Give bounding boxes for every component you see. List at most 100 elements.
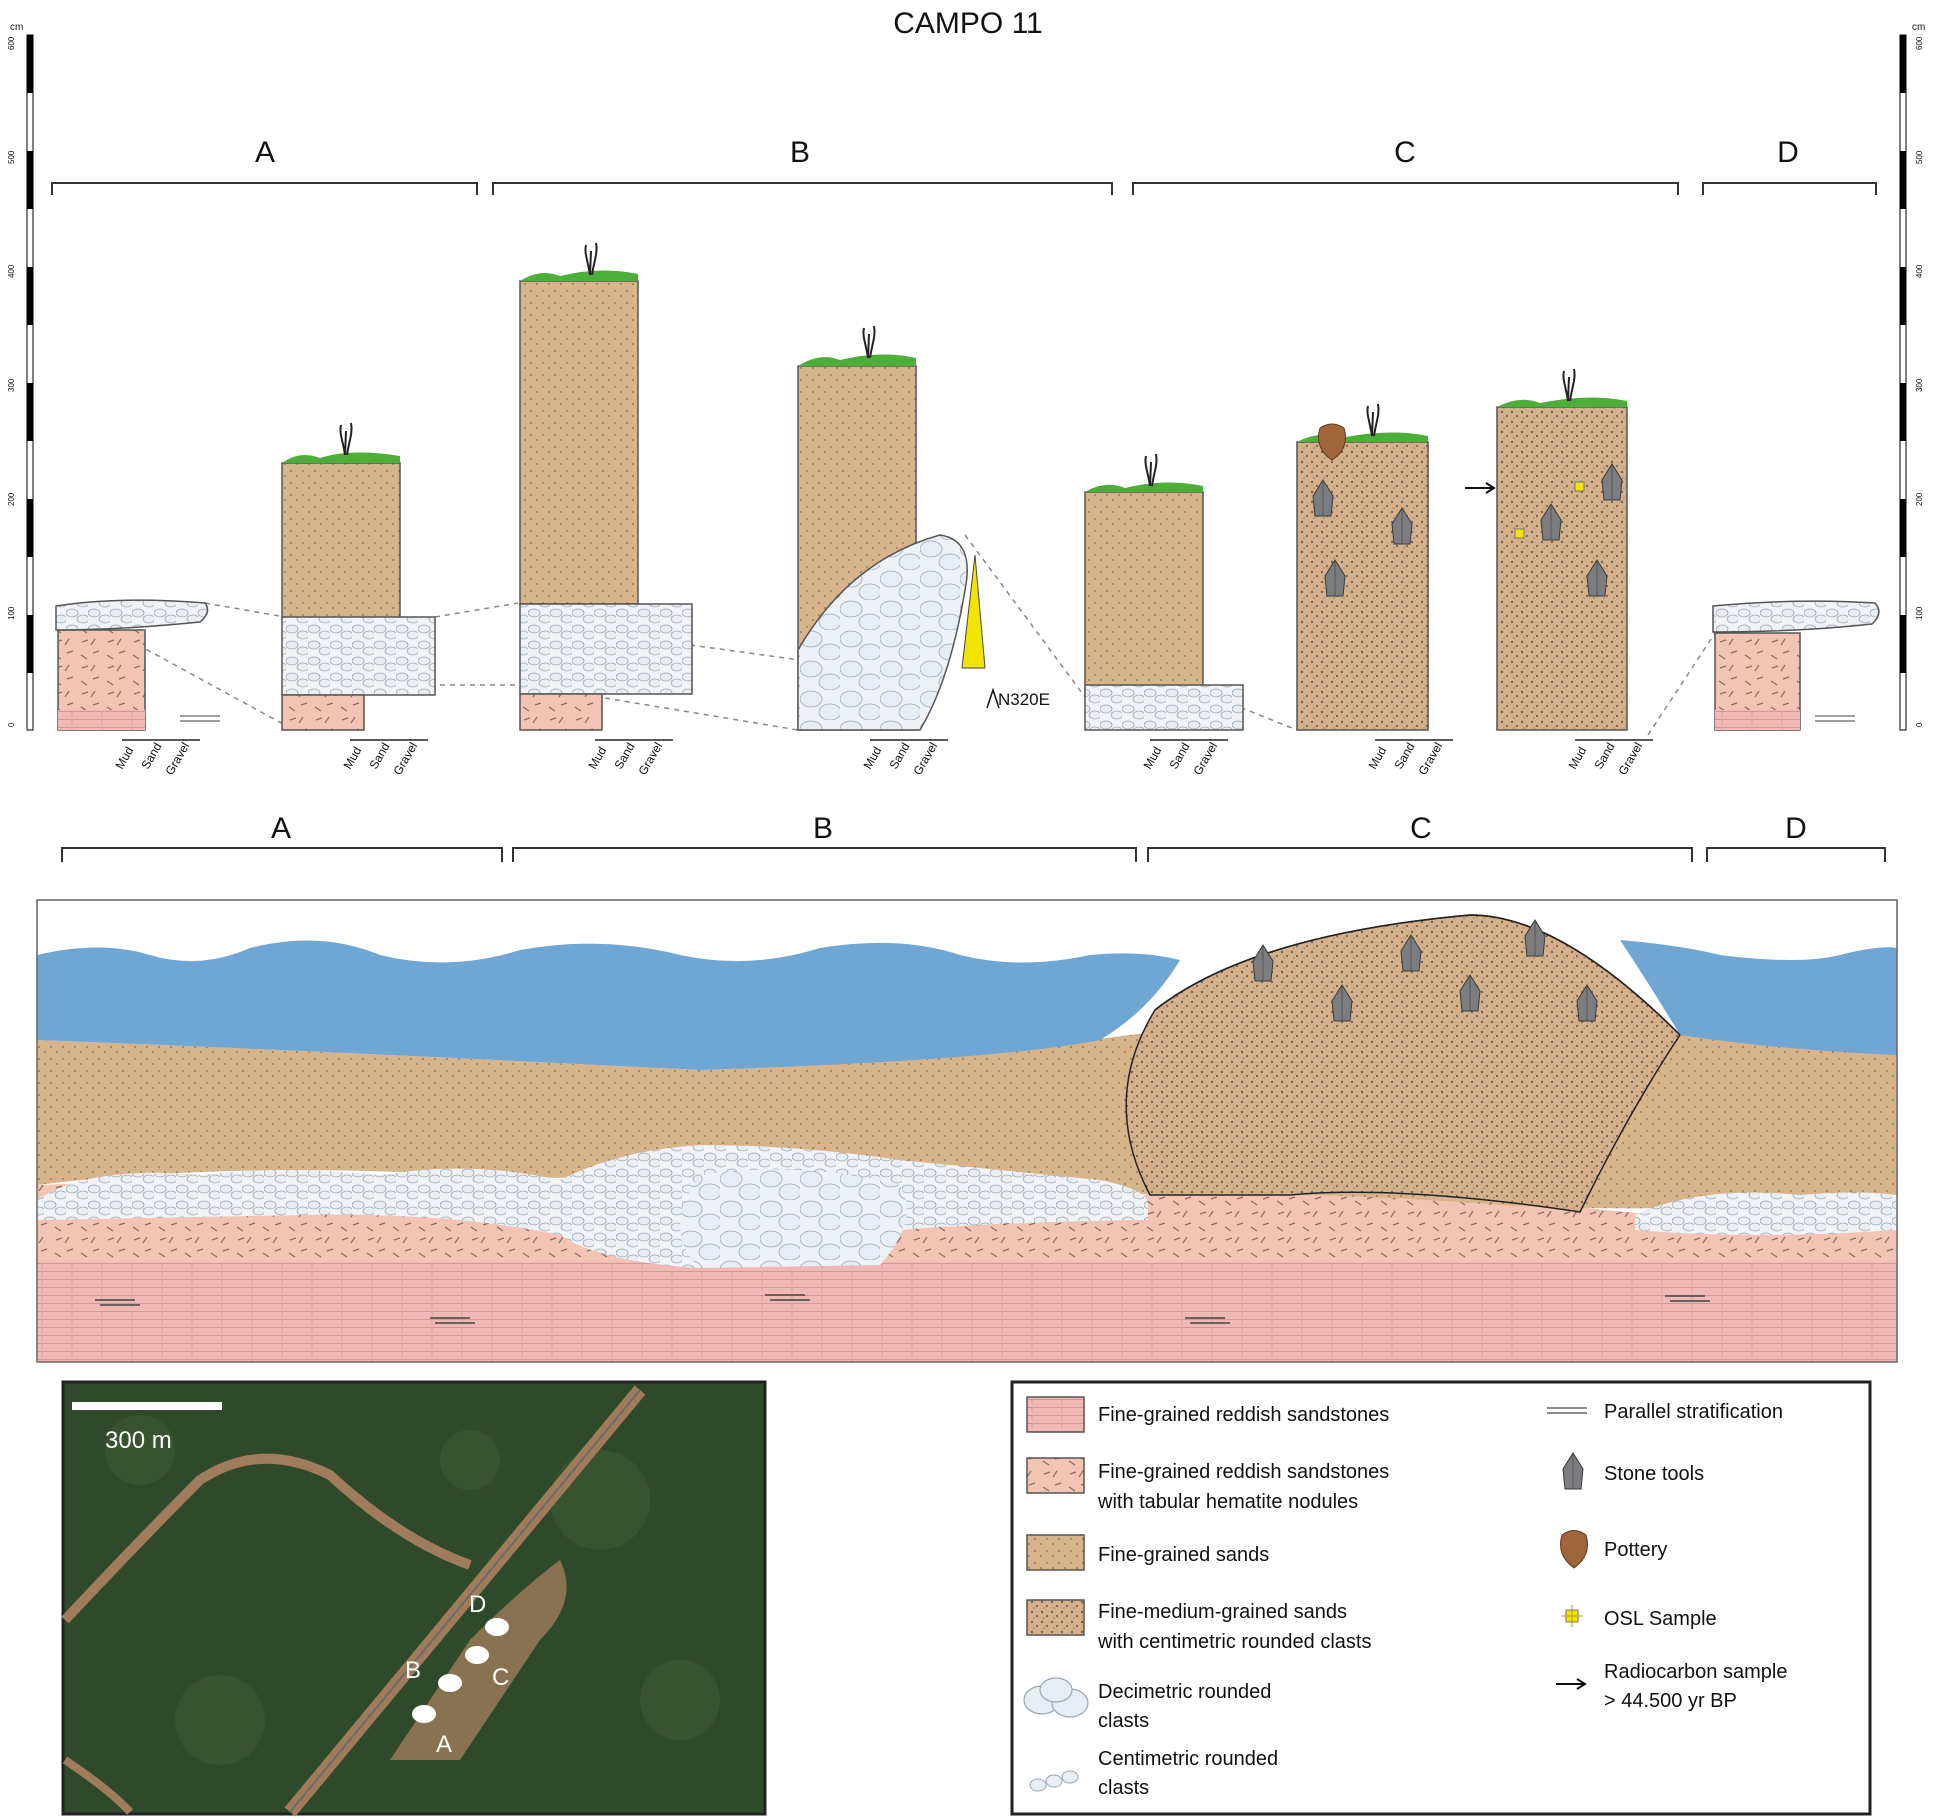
scale-tick-200: 200 [7,492,16,506]
grain-axis-mud: Mud [1140,744,1164,771]
osl-sample-icon [1574,481,1585,492]
grain-axis-sand: Sand [1166,740,1192,771]
top-label-b: B [790,136,810,169]
legend-item-reddish-sandstone: Fine-grained reddish sandstones [1026,1396,1389,1433]
scale-tick-400-right: 400 [1915,264,1924,278]
scale-tick-300-right: 300 [1915,378,1924,392]
scale-tick-500: 500 [7,150,16,164]
figure-title: CAMPO 11 [893,7,1043,40]
svg-text:clasts: clasts [1098,1710,1149,1732]
svg-text:> 44.500 yr BP: > 44.500 yr BP [1604,1690,1737,1712]
map-inset: 300 m N A B C D [61,1380,883,1817]
legend-item-hematite: Fine-grained reddish sandstones with tab… [1026,1457,1389,1513]
map-point-d: D [469,1591,509,1636]
scale-bar-left: cm 0 100 200 300 400 500 600 [7,22,34,731]
map-north-arrow-icon [850,1455,878,1479]
grain-axis-gravel: Gravel [1615,740,1645,778]
cross-label-d: D [1785,812,1807,845]
log-a2 [281,422,436,731]
svg-text:Fine-grained reddish sandstone: Fine-grained reddish sandstones [1098,1461,1389,1483]
legend-item-radiocarbon: Radiocarbon sample > 44.500 yr BP [1556,1661,1787,1712]
grain-axis-log-c3: Mud Sand Gravel [1365,739,1453,778]
log-b1 [519,242,693,731]
pottery-icon [1318,423,1346,461]
log-c2 [1296,403,1429,731]
map-scale-label: 300 m [105,1427,172,1454]
grain-axis-log-b2: Mud Sand Gravel [585,739,673,778]
grain-axis-sand: Sand [1591,740,1617,771]
grain-axis-mud: Mud [1365,744,1389,771]
map-point-c: C [465,1646,509,1691]
radiocarbon-arrow-icon [1465,482,1496,494]
svg-text:with tabular hematite nodules: with tabular hematite nodules [1097,1491,1358,1513]
map-scale-bar [72,1402,222,1410]
scale-tick-600-right: 600 [1915,36,1924,50]
log-d [1712,600,1880,731]
svg-text:clasts: clasts [1098,1777,1149,1799]
legend-item-centimetric: Centimetric rounded clasts [1029,1748,1278,1799]
map-point-b: B [405,1657,462,1692]
grain-axis-gravel: Gravel [1415,740,1445,778]
scale-bar-right: cm 0 100 200 300 400 500 600 [1899,22,1925,731]
grain-axis-mud: Mud [340,744,364,771]
grain-axis-log-c2: Mud Sand Gravel [1140,739,1228,778]
map-point-a: A [412,1705,452,1758]
log-c3 [1465,368,1628,731]
grain-axis-sand: Sand [611,740,637,771]
svg-text:Decimetric rounded: Decimetric rounded [1098,1681,1271,1703]
grain-axis-sand: Sand [886,740,912,771]
legend-item-fine-sand: Fine-grained sands [1026,1534,1269,1571]
scale-tick-400: 400 [7,264,16,278]
osl-sample-icon [1561,1605,1583,1627]
svg-text:D: D [469,1591,486,1618]
map-north-label: N [864,1406,883,1436]
grain-axis-log-c1: Mud Sand Gravel [860,739,948,778]
grain-axis-mud: Mud [585,744,609,771]
scale-tick-100-right: 100 [1915,606,1924,620]
grain-axis-mud: Mud [1565,744,1589,771]
grain-axis-gravel: Gravel [635,740,665,778]
svg-text:Fine-medium-grained sands: Fine-medium-grained sands [1098,1601,1347,1623]
grain-axis-log-d: Mud Sand Gravel [1565,739,1653,778]
scale-tick-500-right: 500 [1915,150,1924,164]
scale-tick-200-right: 200 [1915,492,1924,506]
pottery-icon [1560,1530,1588,1569]
grain-axis-gravel: Gravel [910,740,940,778]
grain-axis-sand: Sand [366,740,392,771]
legend-item-decimetric: Decimetric rounded clasts [1023,1677,1271,1732]
grain-axis-mud: Mud [112,744,136,771]
cross-section [36,899,1898,1363]
cross-label-b: B [813,812,833,845]
scale-unit-left: cm [10,22,23,33]
legend-item-medium-sand: Fine-medium-grained sands with centimetr… [1026,1599,1371,1653]
paleocurrent-triangle-icon [961,554,986,669]
grain-axis-log-a2: Mud Sand Gravel [112,739,200,778]
grain-axis-mud: Mud [860,744,884,771]
svg-text:Radiocarbon sample: Radiocarbon sample [1604,1661,1787,1683]
cross-label-a: A [271,812,291,845]
legend-item-pottery: Pottery [1560,1530,1667,1569]
svg-text:A: A [436,1731,452,1758]
osl-sample-icon [1514,528,1525,539]
svg-text:Fine-grained reddish sandstone: Fine-grained reddish sandstones [1098,1404,1389,1426]
orientation-label: N320E [998,690,1050,709]
svg-text:Pottery: Pottery [1604,1539,1667,1561]
grain-axis-gravel: Gravel [162,740,192,778]
scale-tick-300: 300 [7,378,16,392]
log-c1 [1084,453,1244,731]
top-label-c: C [1394,136,1416,169]
legend-item-parallel-stratification: Parallel stratification [1547,1401,1783,1423]
cross-label-c: C [1410,812,1432,845]
grain-axis-log-b1: Mud Sand Gravel [340,739,428,778]
grain-axis-gravel: Gravel [1190,740,1220,778]
top-section-brackets [51,182,1877,195]
svg-text:Stone tools: Stone tools [1604,1463,1704,1485]
north-arrow-small-icon [986,687,1000,709]
svg-text:Parallel stratification: Parallel stratification [1604,1401,1783,1423]
svg-text:Fine-grained sands: Fine-grained sands [1098,1544,1269,1566]
scale-tick-0-right: 0 [1915,722,1924,727]
top-label-d: D [1777,136,1799,169]
log-b2: N320E [797,325,1050,731]
svg-text:C: C [492,1664,509,1691]
